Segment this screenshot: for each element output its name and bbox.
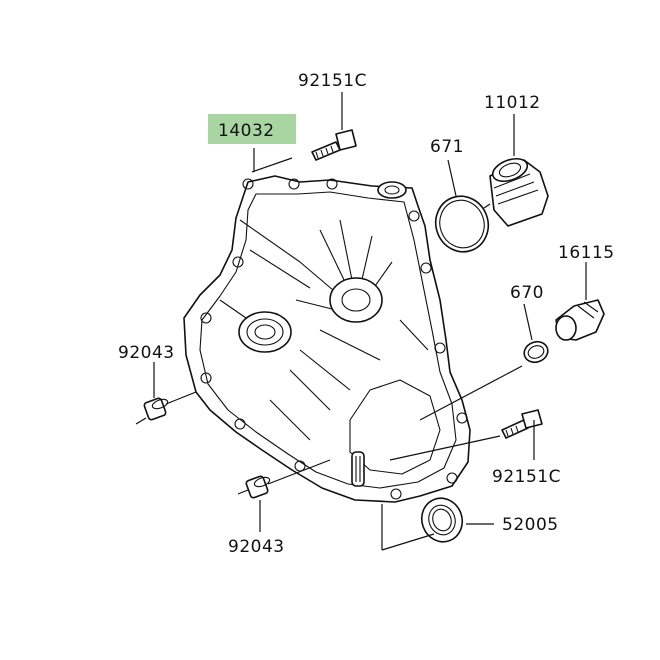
cap-large[interactable] xyxy=(489,154,549,227)
oring-small[interactable] xyxy=(521,338,550,365)
label-bolt-top: 92151C xyxy=(298,71,367,91)
dowel-bottom[interactable] xyxy=(245,475,271,499)
plug[interactable] xyxy=(555,299,605,341)
label-cover: 14032 xyxy=(218,121,275,141)
label-oring-large: 671 xyxy=(430,137,464,157)
clutch-cover[interactable] xyxy=(183,175,471,503)
bolt-top[interactable] xyxy=(311,129,357,161)
label-bolt-right: 92151C xyxy=(492,467,561,487)
highlight-box xyxy=(208,114,296,144)
label-cap-large: 11012 xyxy=(484,93,541,113)
label-dowel-left: 92043 xyxy=(118,343,175,363)
oil-seal[interactable] xyxy=(416,492,469,547)
label-oring-small: 670 xyxy=(510,283,544,303)
label-dowel-bottom: 92043 xyxy=(228,537,285,557)
leader-lines xyxy=(135,92,587,551)
label-seal: 52005 xyxy=(502,515,559,535)
oring-large[interactable] xyxy=(428,189,496,259)
dowel-left[interactable] xyxy=(143,397,169,421)
bolt-right[interactable] xyxy=(501,409,543,439)
label-plug: 16115 xyxy=(558,243,615,263)
